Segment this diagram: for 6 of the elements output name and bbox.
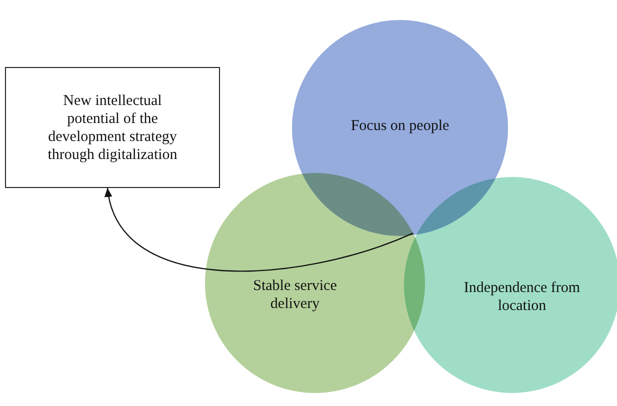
curved-arrow bbox=[106, 188, 414, 272]
node-label: New intellectual potential of the development strategy through digitalization bbox=[48, 92, 178, 162]
node-label: Focus on people bbox=[350, 117, 450, 135]
text-box bbox=[5, 67, 220, 188]
node-label: Independence from location bbox=[462, 279, 582, 315]
node-label: Stable service delivery bbox=[252, 277, 338, 313]
